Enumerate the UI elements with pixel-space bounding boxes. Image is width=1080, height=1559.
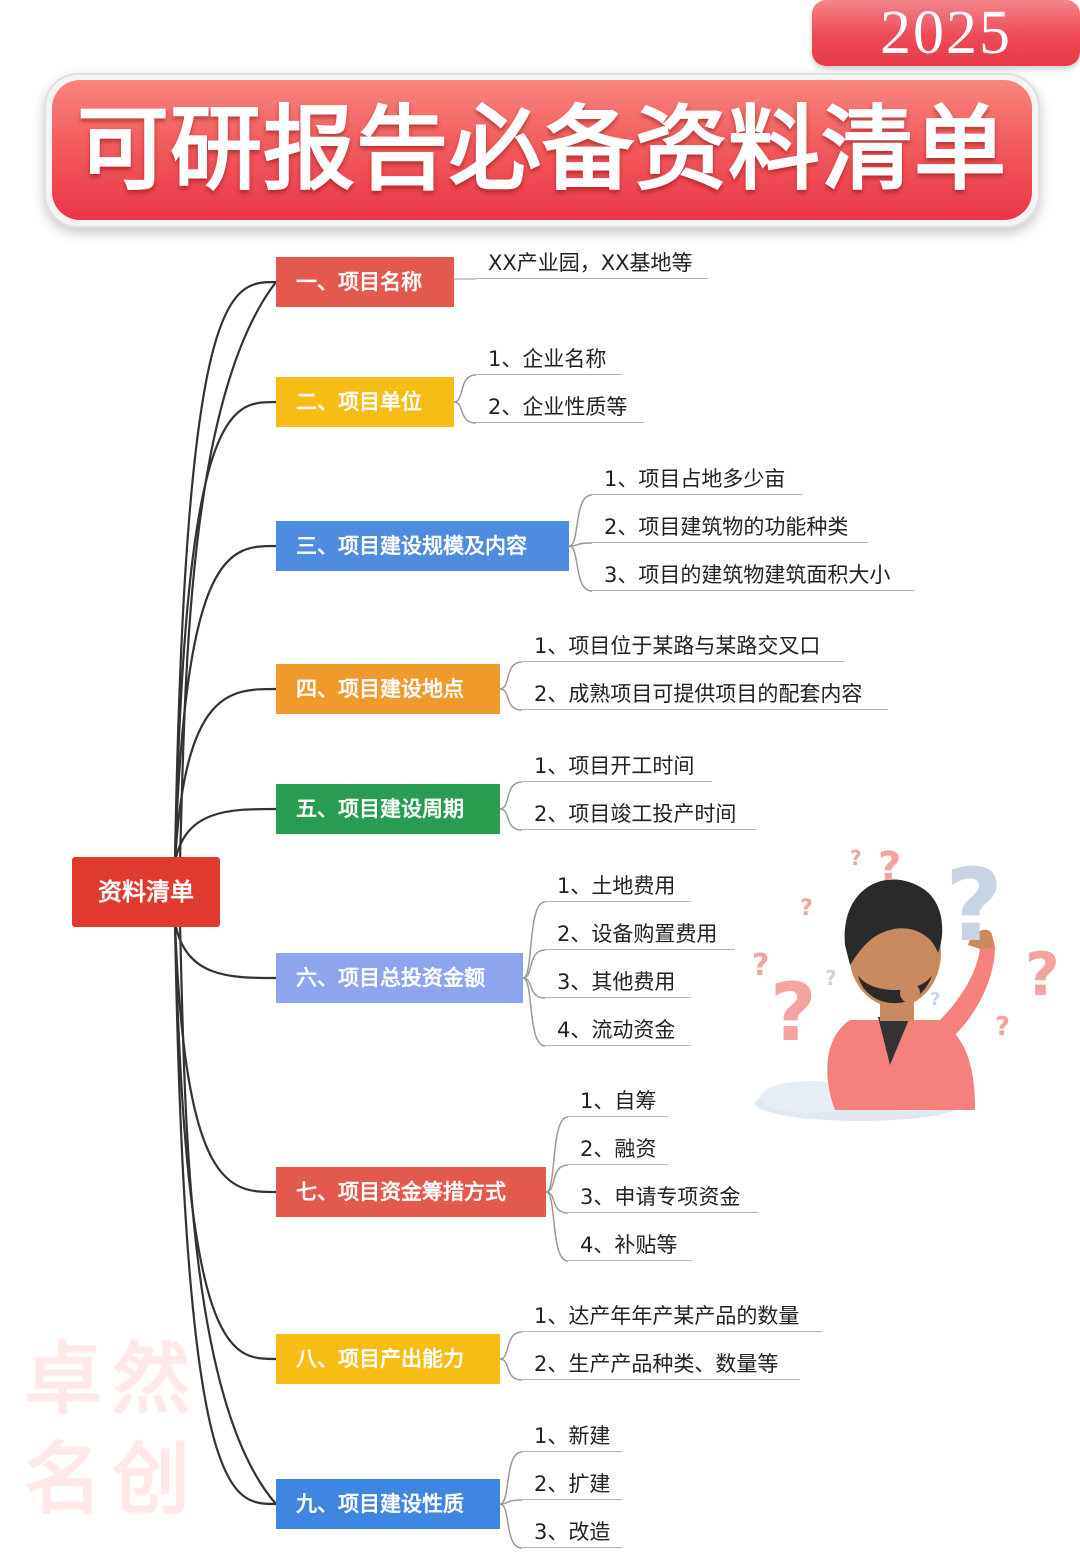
item-connector: [499, 1358, 523, 1381]
item-connector: [499, 1503, 523, 1549]
category-node-financing: 七、项目资金筹措方式: [276, 1167, 546, 1217]
root-trunk: [178, 281, 277, 861]
item-connector: [499, 808, 523, 831]
svg-text:?: ?: [770, 966, 816, 1059]
category-node-output-capacity: 八、项目产出能力: [276, 1334, 500, 1384]
category-item: 4、补贴等: [568, 1229, 692, 1261]
category-item: 1、自筹: [568, 1085, 668, 1117]
svg-text:?: ?: [752, 948, 769, 983]
item-connector: [499, 1451, 523, 1505]
category-node-project-unit: 二、项目单位: [276, 377, 454, 427]
category-item: 1、新建: [522, 1420, 622, 1452]
svg-text:?: ?: [945, 847, 1003, 964]
category-item: 2、企业性质等: [476, 391, 644, 423]
watermark-line-1: 卓然: [24, 1335, 201, 1425]
category-node-total-investment: 六、项目总投资金额: [276, 953, 523, 1003]
category-node-construction-nature: 九、项目建设性质: [276, 1479, 500, 1529]
category-item: 1、企业名称: [476, 343, 622, 375]
root-connector: [173, 921, 277, 1361]
category-node-construction-scale: 三、项目建设规模及内容: [276, 521, 569, 571]
category-item: 2、生产产品种类、数量等: [522, 1348, 800, 1380]
root-connector: [173, 544, 277, 863]
root-connector: [173, 280, 277, 863]
category-item: 1、项目位于某路与某路交叉口: [522, 630, 844, 662]
item-connector: [499, 1331, 523, 1360]
item-connector: [568, 545, 593, 592]
item-connector: [499, 781, 523, 810]
title-banner: 可研报告必备资料清单: [52, 80, 1032, 220]
item-connector: [568, 494, 593, 547]
item-connector: [522, 977, 546, 1047]
watermark-logo: 卓然 名创: [24, 1330, 224, 1550]
page-title: 可研报告必备资料清单: [76, 96, 1007, 203]
category-item: 3、项目的建筑物建筑面积大小: [592, 559, 914, 591]
watermark-line-2: 名创: [24, 1435, 201, 1525]
item-connector: [453, 401, 477, 424]
category-node-location: 四、项目建设地点: [276, 664, 500, 714]
item-connector: [522, 949, 546, 979]
svg-text:?: ?: [1025, 940, 1060, 1010]
category-item: 3、其他费用: [545, 966, 691, 998]
item-connector: [545, 1191, 569, 1262]
root-connector: [173, 921, 277, 980]
root-connector: [173, 921, 277, 1194]
category-item: 1、项目占地多少亩: [592, 463, 802, 495]
category-item: 3、申请专项资金: [568, 1181, 758, 1213]
svg-text:?: ?: [825, 966, 837, 990]
item-connector: [499, 688, 523, 711]
year-badge: 2025: [812, 0, 1080, 66]
svg-text:?: ?: [995, 1012, 1010, 1042]
svg-text:?: ?: [850, 846, 862, 870]
year-label: 2025: [880, 0, 1012, 67]
category-node-project-name: 一、项目名称: [276, 257, 454, 307]
category-item: 1、项目开工时间: [522, 750, 712, 782]
svg-text:?: ?: [878, 844, 901, 890]
category-item: 2、融资: [568, 1133, 668, 1165]
root-connector: [173, 807, 277, 863]
root-connector: [173, 400, 277, 863]
svg-text:?: ?: [930, 989, 940, 1010]
category-item: 2、扩建: [522, 1468, 622, 1500]
category-item: 2、成熟项目可提供项目的配套内容: [522, 678, 888, 710]
category-item: 1、土地费用: [545, 870, 691, 902]
category-item: 2、项目建筑物的功能种类: [592, 511, 868, 543]
item-connector: [453, 374, 477, 403]
category-node-construction-period: 五、项目建设周期: [276, 784, 500, 834]
category-item: 3、改造: [522, 1516, 622, 1548]
svg-text:?: ?: [800, 896, 813, 921]
root-connector: [173, 687, 277, 863]
item-connector: [545, 1116, 569, 1193]
thinking-person-illustration: ? ? ? ? ? ? ? ? ? ?: [752, 844, 1060, 1121]
item-connector: [522, 901, 546, 979]
item-connector: [499, 661, 523, 690]
root-trunk: [178, 924, 277, 1505]
root-connector: [173, 921, 277, 1506]
category-item: 4、流动资金: [545, 1014, 691, 1046]
category-item: 1、达产年年产某产品的数量: [522, 1300, 822, 1332]
item-connector: [545, 1164, 569, 1193]
category-item: 2、项目竣工投产时间: [522, 798, 756, 830]
root-node: 资料清单: [72, 857, 220, 927]
category-item: XX产业园，XX基地等: [476, 247, 708, 279]
category-item: 2、设备购置费用: [545, 918, 735, 950]
